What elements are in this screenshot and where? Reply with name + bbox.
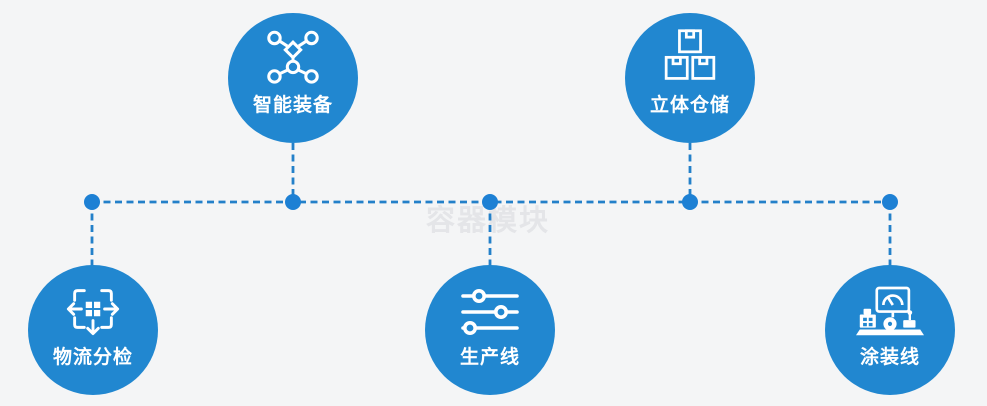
junction-dots bbox=[84, 194, 898, 210]
node-label: 智能装备 bbox=[252, 95, 333, 116]
node-painting-line: 涂装线 bbox=[825, 265, 955, 395]
junction-dot bbox=[285, 194, 301, 210]
stacked-boxes-icon bbox=[663, 28, 718, 83]
junction-dot bbox=[882, 194, 898, 210]
node-label: 立体仓储 bbox=[649, 95, 730, 116]
node-warehouse-storage: 立体仓储 bbox=[625, 13, 755, 143]
node-logistics-sorting: 物流分检 bbox=[28, 265, 158, 395]
machine-monitor-icon bbox=[856, 286, 924, 341]
node-label: 涂装线 bbox=[859, 347, 920, 368]
dispatch-arrows-icon bbox=[64, 280, 122, 338]
network-nodes-icon bbox=[265, 28, 322, 85]
junction-dot bbox=[682, 194, 698, 210]
node-label: 物流分检 bbox=[52, 347, 133, 368]
junction-dot bbox=[482, 194, 498, 210]
node-label: 生产线 bbox=[459, 347, 520, 368]
dashed-connector-lines bbox=[90, 143, 892, 266]
junction-dot bbox=[84, 194, 100, 210]
node-production-line: 生产线 bbox=[425, 265, 555, 395]
watermark-text: 容器模块 bbox=[425, 205, 551, 237]
node-smart-equipment: 智能装备 bbox=[228, 13, 358, 143]
sliders-icon bbox=[458, 288, 522, 336]
